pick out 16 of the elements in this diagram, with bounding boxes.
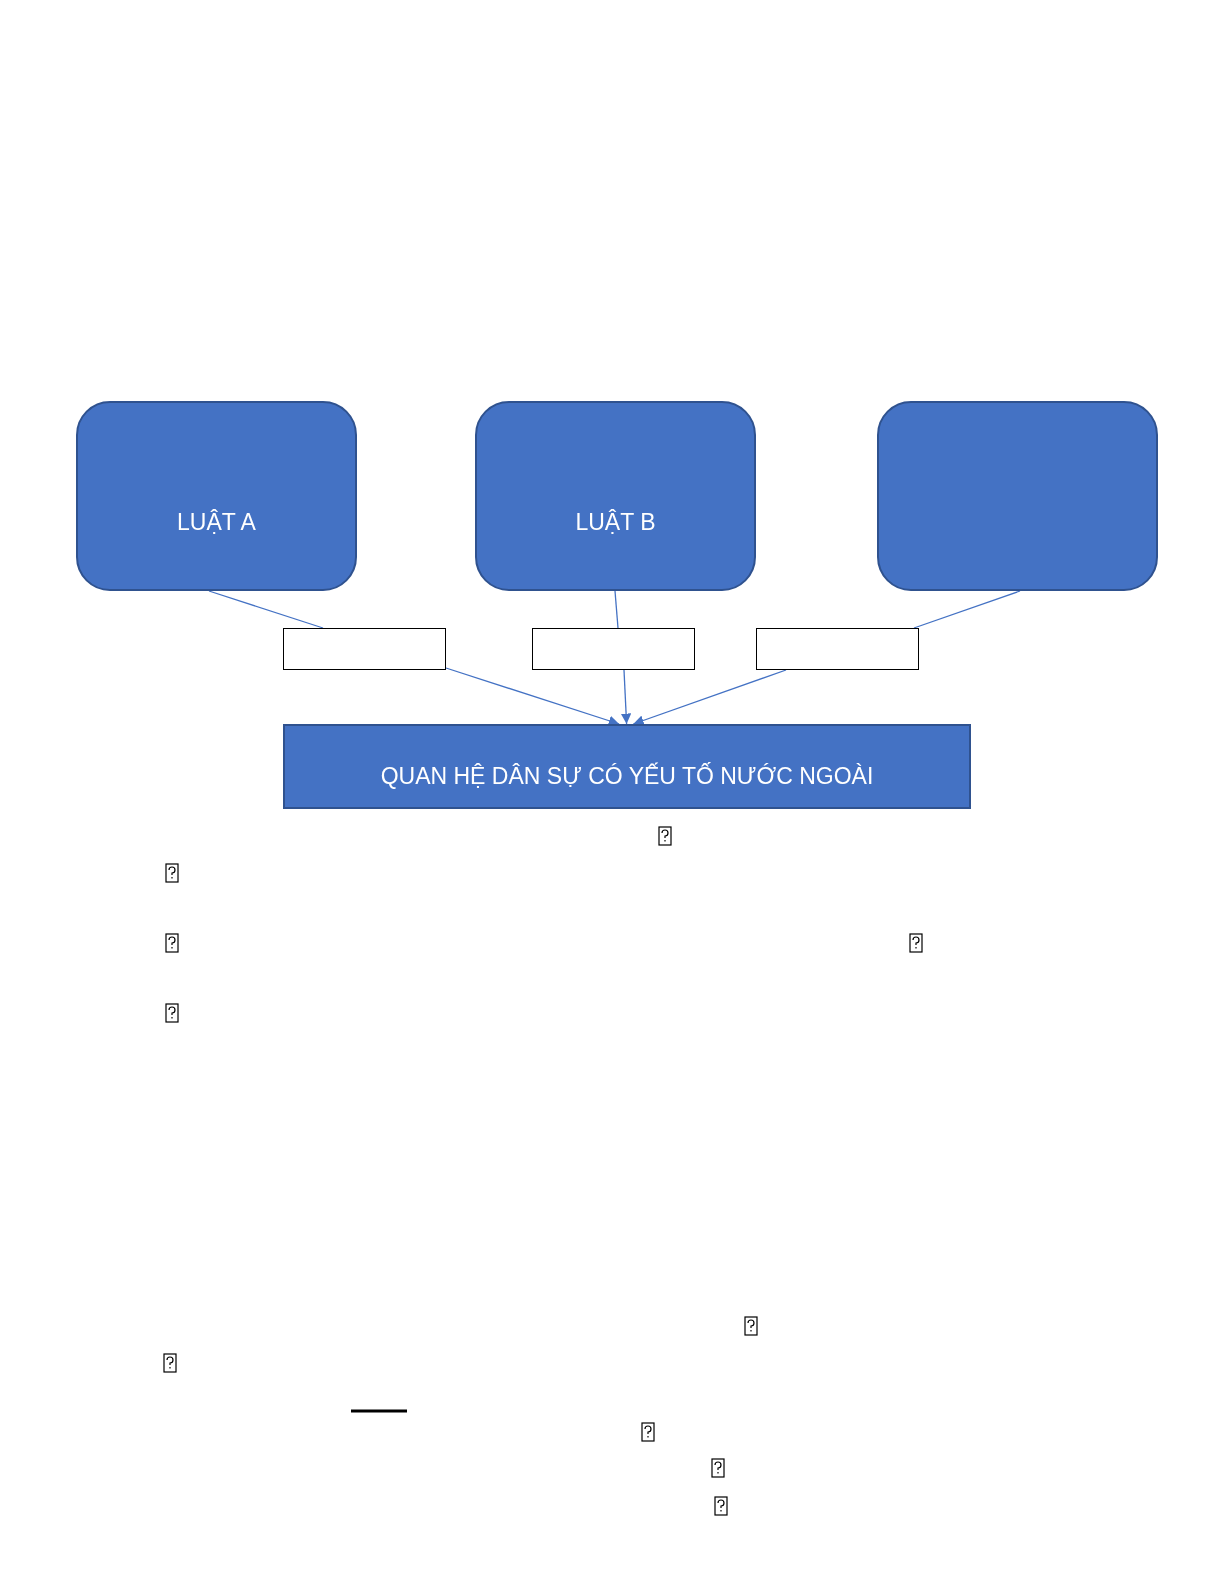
node-label: QUAN HỆ DÂN SỰ CÓ YẾU TỐ NƯỚC NGOÀI bbox=[380, 761, 874, 791]
arrow bbox=[632, 669, 787, 726]
rounded-box bbox=[76, 401, 357, 591]
empty-box bbox=[756, 628, 919, 670]
arrow bbox=[445, 667, 620, 726]
connector-line bbox=[208, 590, 324, 629]
connector-line bbox=[614, 590, 619, 629]
empty-box bbox=[283, 628, 446, 670]
node-label: LUẬT B bbox=[575, 507, 656, 537]
connector-line bbox=[913, 590, 1021, 629]
process-box bbox=[283, 724, 971, 809]
node-label: LUẬT A bbox=[177, 507, 256, 537]
rounded-box bbox=[475, 401, 756, 591]
arrow bbox=[620, 669, 632, 725]
empty-box bbox=[532, 628, 695, 670]
rounded-box bbox=[877, 401, 1158, 591]
